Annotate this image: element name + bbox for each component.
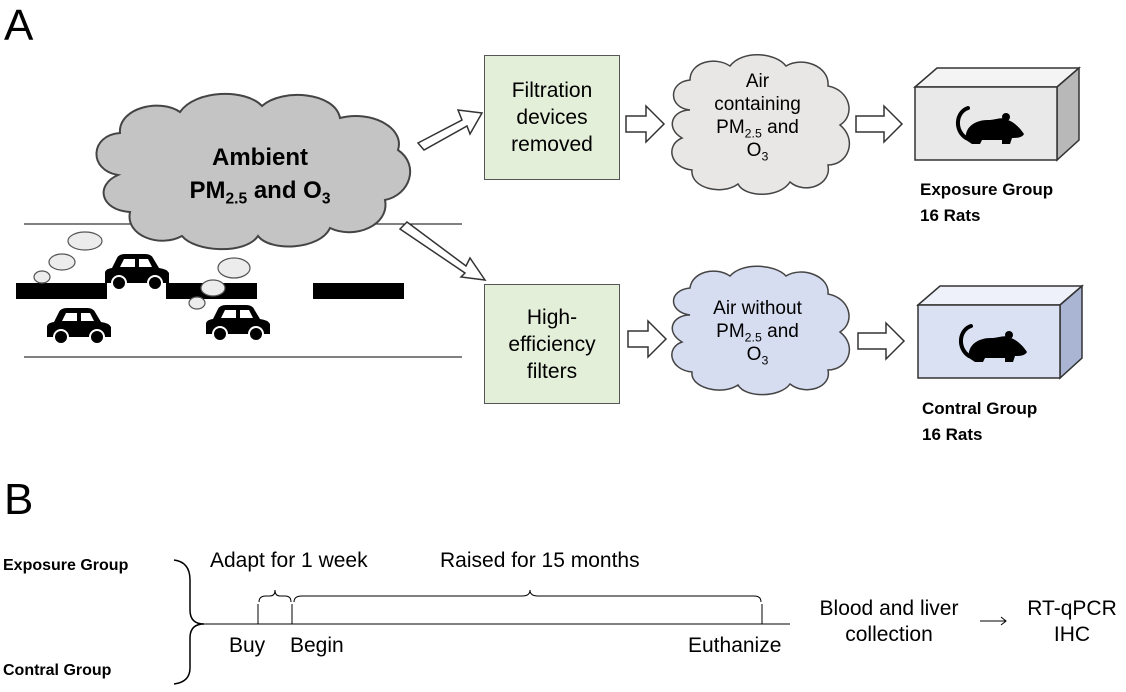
euthanize-label: Euthanize: [688, 634, 782, 657]
exhaust-puff: [200, 279, 226, 297]
arrow-right-icon: [855, 104, 904, 144]
timeline-control-group: Contral Group: [3, 662, 112, 679]
assay-label: RT-qPCR IHC: [1027, 597, 1117, 646]
buy-label: Buy: [229, 634, 266, 657]
high-efficiency-filters-box: High- efficiency filters: [484, 284, 620, 404]
exhaust-puff: [67, 231, 103, 251]
ambient-cloud-label: Ambient PM2.5 and O3: [189, 144, 331, 208]
arrow-right-icon: [398, 221, 487, 281]
polluted-air-label: Air containing PM2.5 and O3: [714, 71, 801, 164]
filtration-devices-removed-box: Filtration devices removed: [484, 55, 620, 180]
panel-b-letter: B: [4, 475, 34, 524]
arrow-right-icon: [627, 319, 668, 359]
rat-icon: [956, 106, 1024, 144]
exhaust-puff: [33, 270, 51, 284]
arrow-right-icon: [625, 104, 666, 144]
clean-air-label: Air without PM2.5 and O3: [713, 298, 802, 368]
group-brace: [173, 559, 205, 685]
road-dash-1: [16, 283, 107, 299]
exposure-group-label: Exposure Group 16 Rats: [920, 180, 1054, 225]
exhaust-puff: [188, 296, 206, 310]
polluted-cloud-shape: [671, 54, 851, 195]
car-icon: [206, 305, 270, 342]
timeline-exposure-group: Exposure Group: [3, 557, 129, 574]
road-dash-3: [313, 283, 404, 299]
exposure-cage: [912, 66, 1082, 162]
raised-brace: [293, 589, 762, 603]
exhaust-puff: [48, 253, 76, 271]
adapt-brace: [258, 589, 292, 603]
begin-label: Begin: [290, 634, 344, 657]
arrow-head: [1000, 616, 1007, 626]
panel-a-letter: A: [4, 1, 34, 50]
clean-cloud-shape: [671, 265, 851, 396]
collection-label: Blood and liver collection: [819, 597, 959, 646]
rat-icon: [959, 324, 1027, 362]
exhaust-puff: [217, 257, 251, 279]
car-icon: [47, 308, 111, 345]
arrow-right-icon: [416, 109, 484, 151]
arrow-right-icon: [857, 321, 906, 361]
raised-label: Raised for 15 months: [440, 549, 640, 572]
car-icon: [105, 254, 169, 291]
ambient-cloud-shape: [95, 92, 412, 251]
adapt-label: Adapt for 1 week: [210, 549, 368, 572]
control-cage: [915, 284, 1085, 380]
control-group-label: Contral Group 16 Rats: [922, 399, 1038, 444]
